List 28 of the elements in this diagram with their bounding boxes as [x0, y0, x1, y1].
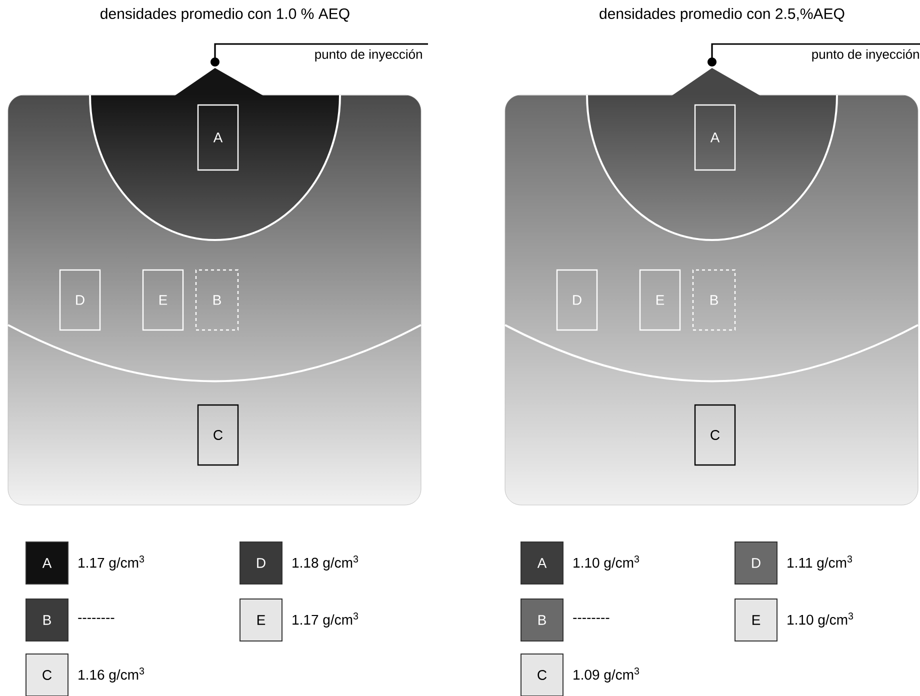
- panel-title: densidades promedio con 1.0 % AEQ: [100, 8, 350, 22]
- sample-box: E: [639, 269, 681, 331]
- sample-box: B: [692, 269, 736, 331]
- injection-point: [708, 58, 716, 66]
- legend-text: --------: [573, 618, 610, 619]
- leader-text: punto de inyección: [315, 49, 422, 62]
- sample-box: C: [197, 404, 239, 466]
- legend-text: 1.16 g/cm$^{3}$: [78, 668, 144, 682]
- plate-drawing: [8, 68, 422, 506]
- legend-text: 1.11 g/cm$^{3}$: [788, 556, 852, 570]
- leader-text: punto de inyección: [812, 49, 919, 62]
- sample-box: D: [59, 269, 101, 331]
- legend-text: 1.17 g/cm$^{3}$: [292, 612, 358, 628]
- sample-box: D: [556, 269, 598, 331]
- legend-text: 1.10 g/cm$^{3}$: [574, 556, 640, 570]
- sample-box: E: [142, 269, 184, 331]
- plate-drawing: [504, 68, 918, 506]
- panel-title: densidades promedio con 2.5,%AEQ: [600, 8, 844, 22]
- sample-box: A: [694, 104, 736, 171]
- legend-text: 1.09 g/cm$^{3}$: [574, 668, 640, 682]
- sample-box: A: [197, 104, 239, 171]
- legend-text: 1.18 g/cm$^{3}$: [292, 556, 358, 570]
- sample-box: C: [694, 404, 736, 466]
- legend-text: --------: [78, 618, 114, 619]
- legend-text: 1.10 g/cm$^{3}$: [788, 612, 854, 628]
- injection-point: [210, 58, 220, 66]
- legend-text: 1.17 g/cm$^{3}$: [78, 556, 144, 570]
- sample-box: B: [195, 269, 239, 331]
